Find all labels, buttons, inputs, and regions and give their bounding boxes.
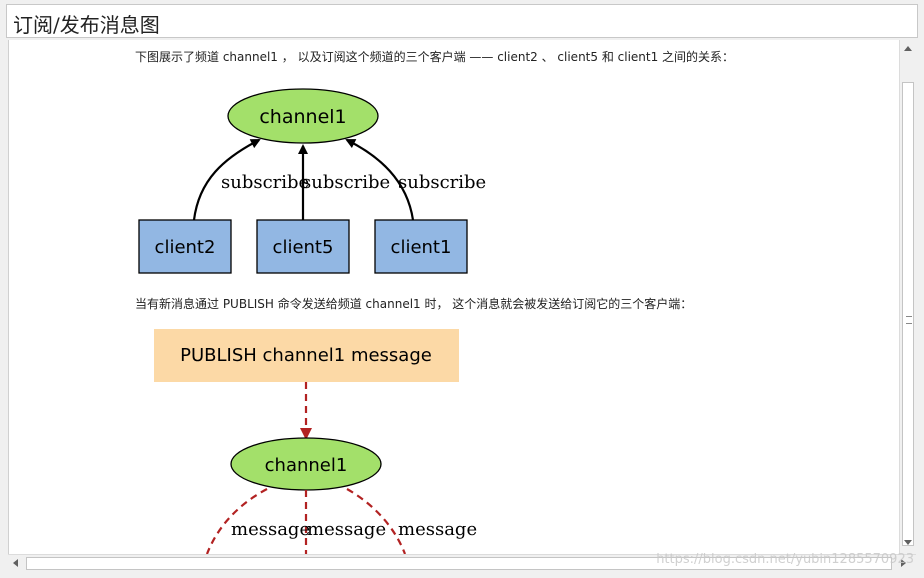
subscribe-edge-client2	[192, 139, 261, 221]
paragraph-publish-intro: 当有新消息通过 PUBLISH 命令发送给频道 channel1 时， 这个消息…	[135, 297, 693, 311]
horizontal-scroll-thumb[interactable]	[26, 557, 892, 570]
client-node-label: client1	[391, 237, 452, 258]
edge-label-message-1: message	[231, 519, 310, 540]
scroll-right-arrow-icon[interactable]	[901, 559, 906, 567]
horizontal-scrollbar[interactable]	[8, 554, 916, 572]
paragraph-subscribe-intro: 下图展示了频道 channel1 ， 以及订阅这个频道的三个客户端 —— cli…	[135, 50, 735, 64]
publish-command-label: PUBLISH channel1 message	[180, 345, 432, 366]
edge-label-message-2: message	[307, 519, 386, 540]
scroll-up-arrow-icon[interactable]	[904, 46, 912, 51]
channel-node	[227, 88, 379, 144]
channel-node-2-label: channel1	[265, 455, 348, 476]
content-area: 下图展示了频道 channel1 ， 以及订阅这个频道的三个客户端 —— cli…	[8, 40, 900, 554]
page-title: 订阅/发布消息图	[13, 13, 160, 37]
client-node	[374, 219, 468, 274]
grip-icon	[906, 316, 912, 324]
scroll-left-arrow-icon[interactable]	[13, 559, 18, 567]
edge-label-subscribe-1: subscribe	[221, 172, 309, 193]
vertical-scrollbar[interactable]	[899, 40, 916, 554]
client-node-label: client2	[155, 237, 216, 258]
subscribe-edge-client1	[345, 139, 415, 221]
channel-node-label: channel1	[259, 106, 346, 128]
client-node	[138, 219, 232, 274]
watermark: https://blog.csdn.net/yubin1285570923	[656, 552, 914, 567]
publish-command-node	[154, 329, 459, 382]
edge-label-subscribe-2: subscribe	[302, 172, 390, 193]
subscribe-diagram: channel1 subscribe subscribe subscribe c…	[138, 88, 486, 554]
title-bar: 订阅/发布消息图	[6, 4, 918, 38]
edge-label-subscribe-3: subscribe	[398, 172, 486, 193]
scroll-down-arrow-icon[interactable]	[904, 540, 912, 545]
edge-label-message-3: message	[398, 519, 477, 540]
client-node	[256, 219, 350, 274]
vertical-scroll-thumb[interactable]	[902, 82, 914, 546]
client-node-label: client5	[273, 237, 334, 258]
